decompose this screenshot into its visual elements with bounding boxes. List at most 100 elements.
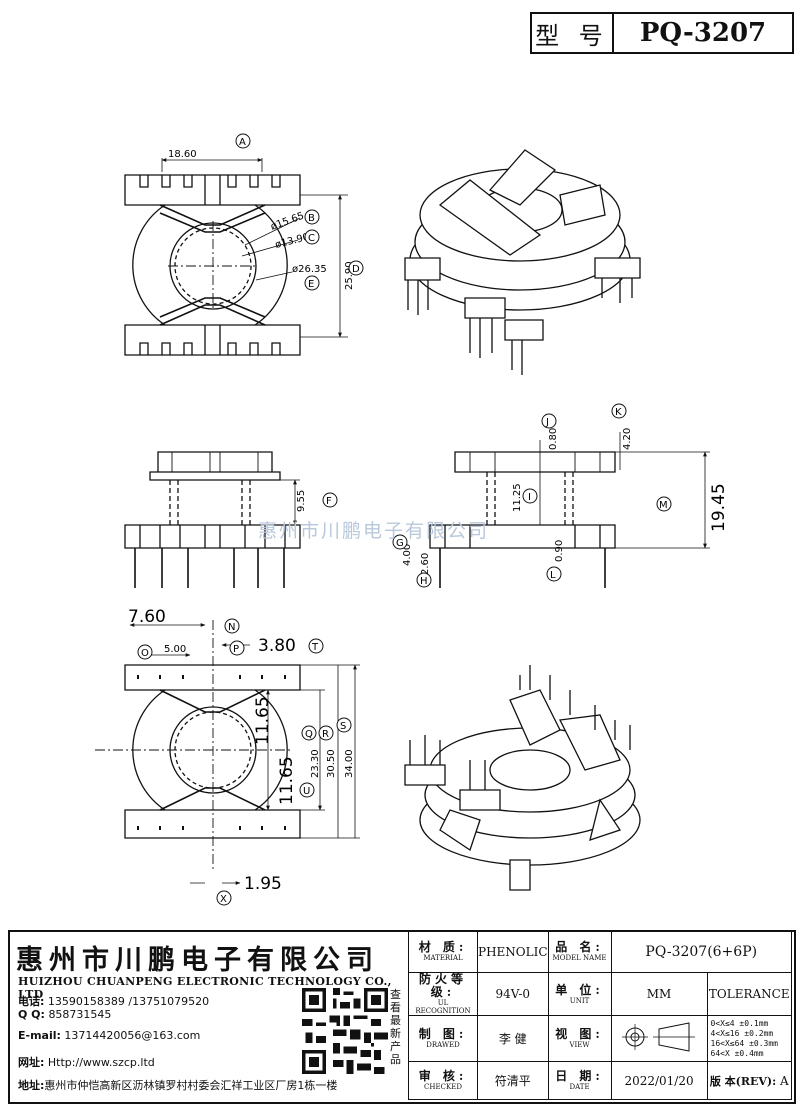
callout-u: U	[303, 786, 310, 797]
dim-front-l: 0.90	[554, 540, 565, 562]
qq-label: Q Q:	[18, 1008, 45, 1021]
qr-code-icon[interactable]	[302, 988, 388, 1074]
cell-drawn-value: 李 健	[477, 1015, 549, 1062]
phone-label: 电话:	[18, 995, 45, 1008]
revision-label: 版 本(REV):	[709, 1074, 777, 1088]
dim-front-j: 0.80	[548, 428, 559, 450]
phone-value: 13590158389 /13751079520	[47, 995, 210, 1008]
callout-q: Q	[305, 729, 313, 740]
dim-bottom-q: 23.30	[310, 749, 321, 778]
cell-material-label: 材 质:MATERIAL	[408, 930, 478, 973]
web-label: 网址:	[18, 1056, 45, 1069]
projection-symbol-icon	[622, 1022, 696, 1052]
cell-tolerance-table: 0<X≤4 ±0.1mm 4<X≤16 ±0.2mm 16<X≤64 ±0.3m…	[706, 1015, 793, 1062]
callout-x: X	[220, 894, 227, 905]
cell-check-label: 审 核:CHECKED	[408, 1061, 478, 1100]
dim-front-h: 2.60	[420, 553, 431, 575]
tol-row-2: 4<X≤16 ±0.2mm	[710, 1028, 774, 1038]
dim-bottom-r: 30.50	[326, 749, 337, 778]
cell-unit-label: 单 位:UNIT	[547, 972, 612, 1016]
email-value[interactable]: 13714420056@163.com	[64, 1029, 201, 1042]
tol-row-3: 16<X≤64 ±0.3mm	[710, 1038, 778, 1048]
technical-drawing: 18.60 ø15.65 ø13.90 ø26.35 25.90 A B C E…	[95, 133, 729, 906]
cell-flame-label: 防火等级:UL RECOGNITION	[408, 972, 478, 1016]
cell-drawn-label: 制 图:DRAWED	[408, 1015, 478, 1062]
iso-view-bottom	[404, 665, 641, 891]
title-block-grid: 材 质:MATERIAL PHENOLIC 品 名:MODEL NAME PQ-…	[408, 930, 793, 1100]
callout-c: C	[308, 233, 315, 244]
side-view	[124, 451, 301, 588]
cell-revision: 版 本(REV): A	[706, 1061, 793, 1100]
address-value: 惠州市仲恺高新区沥林镇罗村村委会汇祥工业区厂房1栋一楼	[44, 1079, 338, 1092]
dim-top-b: ø15.65	[269, 211, 305, 233]
callout-d: D	[352, 264, 360, 275]
web-link[interactable]: Http://www.szcp.ltd	[47, 1056, 155, 1069]
front-view	[429, 432, 710, 588]
address-line: 地址:惠州市仲恺高新区沥林镇罗村村委会汇祥工业区厂房1栋一楼	[18, 1077, 337, 1093]
front-callouts: J K I M G H L	[392, 403, 672, 588]
tol-row-1: 0<X≤4 ±0.1mm	[710, 1018, 769, 1028]
qq-line: Q Q: 858731545	[18, 1008, 111, 1021]
callout-m: M	[659, 500, 668, 511]
callout-l: L	[550, 570, 556, 581]
qq-value: 858731545	[48, 1008, 112, 1021]
callout-h: H	[420, 576, 428, 587]
callout-j: J	[545, 417, 549, 428]
dim-bottom-x: 1.95	[244, 874, 282, 894]
dim-side-f: 9.55	[296, 490, 307, 512]
model-title-label: 型 号	[532, 14, 614, 52]
dim-front-m: 19.45	[709, 483, 729, 532]
email-line: E-mail: 13714420056@163.com	[18, 1029, 200, 1042]
cell-view-symbol	[610, 1015, 708, 1062]
callout-p: P	[233, 644, 239, 655]
callout-b: B	[308, 213, 315, 224]
callout-k: K	[615, 407, 622, 418]
cell-date-label: 日 期:DATE	[547, 1061, 612, 1100]
watermark-text: 惠州市川鹏电子有限公司	[258, 520, 489, 542]
callout-i: I	[528, 492, 531, 503]
dim-front-k: 4.20	[622, 428, 633, 450]
dim-bottom-t: 3.80	[258, 636, 296, 656]
dim-top-height: 25.90	[344, 261, 355, 290]
callout-g: G	[396, 538, 404, 549]
company-info: 惠州市川鹏电子有限公司 HUIZHOU CHUANPENG ELECTRONIC…	[8, 932, 406, 1098]
dim-bottom-p1: 11.65	[253, 696, 273, 745]
callout-n: N	[228, 622, 235, 633]
dim-top-e: ø26.35	[292, 264, 327, 275]
dim-front-g: 4.00	[402, 544, 413, 566]
revision-value: A	[780, 1073, 789, 1088]
dim-bottom-o: 5.00	[164, 644, 186, 655]
qr-note: 查看最新产品	[390, 988, 401, 1066]
iso-view-top	[404, 149, 641, 375]
cell-model-label: 品 名:MODEL NAME	[547, 930, 612, 973]
callout-s: S	[340, 721, 346, 732]
top-callouts: A B C E D	[235, 133, 364, 291]
tol-row-4: 64<X ±0.4mm	[710, 1048, 764, 1058]
title-block-frame	[8, 930, 796, 1104]
phone-line: 电话: 13590158389 /13751079520	[18, 993, 209, 1009]
callout-e: E	[308, 279, 314, 290]
address-label: 地址:	[18, 1079, 45, 1092]
email-label: E-mail:	[18, 1029, 61, 1042]
web-line: 网址: Http://www.szcp.ltd	[18, 1054, 155, 1070]
cell-date-value: 2022/01/20	[610, 1061, 708, 1100]
model-title-value: PQ-3207	[639, 18, 767, 48]
company-name-cn: 惠州市川鹏电子有限公司	[16, 945, 379, 976]
top-view	[124, 158, 348, 356]
dim-bottom-s: 34.00	[344, 749, 355, 778]
cell-model-value: PQ-3207(6+6P)	[610, 930, 793, 973]
bottom-callouts: N T O P Q R S U X	[137, 618, 352, 906]
cell-tolerance-label: TOLERANCE	[706, 972, 793, 1016]
dim-bottom-p2: 11.65	[277, 756, 297, 805]
dim-bottom-n: 7.60	[128, 607, 166, 627]
callout-r: R	[322, 729, 329, 740]
dim-top-width: 18.60	[168, 149, 197, 160]
cell-unit-value: MM	[610, 972, 708, 1016]
bottom-view	[95, 620, 360, 883]
company-name-en: HUIZHOU CHUANPENG ELECTRONIC TECHNOLOGY …	[18, 975, 392, 1001]
cell-view-label: 视 图:VIEW	[547, 1015, 612, 1062]
model-title-box: 型 号 PQ-3207	[530, 12, 794, 54]
callout-o: O	[141, 648, 149, 659]
cell-material-value: PHENOLIC	[477, 930, 549, 973]
callout-f: F	[326, 496, 332, 507]
